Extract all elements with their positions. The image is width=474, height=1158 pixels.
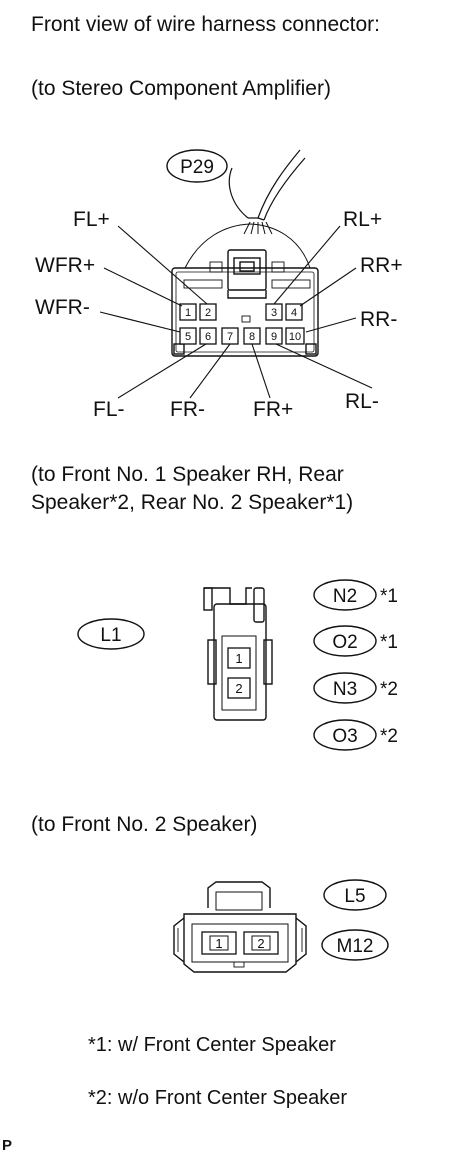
pin-2: 2 [205, 307, 211, 319]
label-fl-plus: FL+ [73, 208, 110, 231]
code-ellipse-p29 [166, 149, 228, 183]
pin-l1-2: 2 [235, 681, 242, 696]
code-n3: N3 [333, 679, 357, 700]
label-wfr-plus: WFR+ [35, 254, 95, 277]
code-ellipse-l5 [323, 879, 387, 911]
pin-10: 10 [289, 331, 301, 343]
pin-6: 6 [205, 331, 211, 343]
code-ellipse-o3 [313, 719, 377, 751]
code-l5: L5 [344, 886, 365, 907]
label-fr-plus: FR+ [253, 398, 293, 421]
pin-l5-1: 1 [215, 936, 222, 951]
label-wfr-minus: WFR- [35, 296, 90, 319]
code-m12: M12 [337, 936, 374, 957]
pin-8: 8 [249, 331, 255, 343]
code-ellipse-m12 [321, 929, 389, 961]
code-o3: O3 [332, 726, 357, 747]
code-ellipse-n2 [313, 579, 377, 611]
footnote-1: *1: w/ Front Center Speaker [88, 1034, 336, 1056]
label-rl-plus: RL+ [343, 208, 382, 231]
pin-4: 4 [291, 307, 297, 319]
pins-p29 [179, 303, 305, 345]
pin-9: 9 [271, 331, 277, 343]
footnote-2: *2: w/o Front Center Speaker [88, 1087, 348, 1109]
leader-lines-p29 [99, 225, 373, 399]
code-ellipse-o2 [313, 625, 377, 657]
connector-p29: P29 [166, 149, 319, 357]
label-rr-minus: RR- [360, 308, 397, 331]
code-ellipse-n3 [313, 672, 377, 704]
code-ellipse-l1 [77, 618, 145, 650]
pin-7: 7 [227, 331, 233, 343]
corner-mark: P [2, 1137, 13, 1154]
connector1-caption: (to Stereo Component Amplifier) [31, 77, 331, 100]
label-rr-plus: RR+ [360, 254, 403, 277]
note-o3: *2 [380, 726, 398, 747]
heading: Front view of wire harness connector: [31, 13, 380, 36]
pin-5: 5 [185, 331, 191, 343]
connector-l1 [77, 587, 273, 721]
code-p29: P29 [180, 157, 214, 178]
label-rl-minus: RL- [345, 390, 379, 413]
connector3-caption: (to Front No. 2 Speaker) [31, 813, 258, 836]
note-n2: *1 [380, 586, 398, 607]
label-fl-minus: FL- [93, 398, 125, 421]
pin-3: 3 [271, 307, 277, 319]
connector2-caption-line1: (to Front No. 1 Speaker RH, Rear [31, 463, 344, 486]
pin-1: 1 [185, 307, 191, 319]
code-o2: O2 [332, 632, 357, 653]
note-o2: *1 [380, 632, 398, 653]
connector-l5-m12 [173, 879, 389, 973]
note-n3: *2 [380, 679, 398, 700]
code-n2: N2 [333, 586, 357, 607]
pin-l1-1: 1 [235, 651, 242, 666]
connector2-caption-line2: Speaker*2, Rear No. 2 Speaker*1) [31, 491, 354, 514]
label-fr-minus: FR- [170, 398, 205, 421]
pin-l5-2: 2 [257, 936, 264, 951]
code-l1: L1 [100, 625, 121, 646]
